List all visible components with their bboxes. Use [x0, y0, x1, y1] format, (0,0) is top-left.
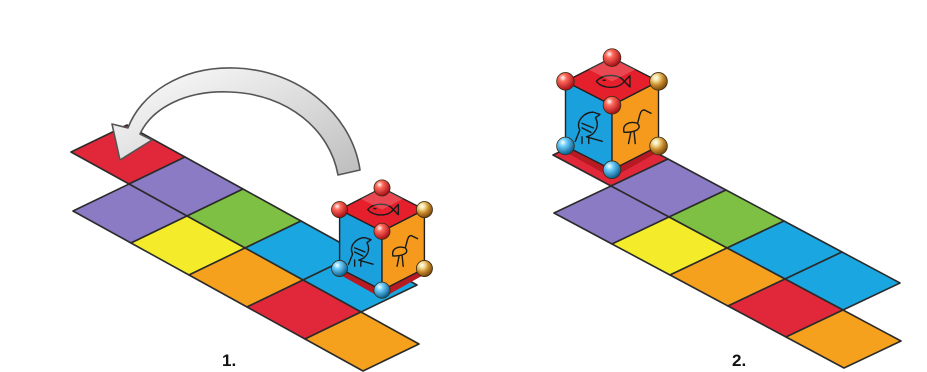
- cube-corner-ball: [416, 202, 432, 218]
- step-2-label: 2.: [732, 351, 746, 370]
- step-1-label: 1.: [222, 351, 236, 370]
- cube-corner-ball: [374, 282, 390, 298]
- cube-corner-ball: [374, 223, 390, 239]
- step-2-panel: 2.: [553, 49, 901, 370]
- cube-corner-ball: [650, 137, 668, 155]
- cube-corner-ball: [603, 96, 621, 114]
- cube-corner-ball: [557, 73, 575, 91]
- cube-corner-ball: [650, 73, 668, 91]
- cube-corner-ball: [603, 49, 621, 67]
- cube-corner-ball: [332, 202, 348, 218]
- cube-corner-ball: [416, 260, 432, 276]
- cube-corner-ball: [557, 137, 575, 155]
- cube-corner-ball: [332, 260, 348, 276]
- cube-corner-ball: [603, 161, 621, 179]
- cube-corner-ball: [374, 180, 390, 196]
- step-1-panel: 1.: [71, 68, 432, 371]
